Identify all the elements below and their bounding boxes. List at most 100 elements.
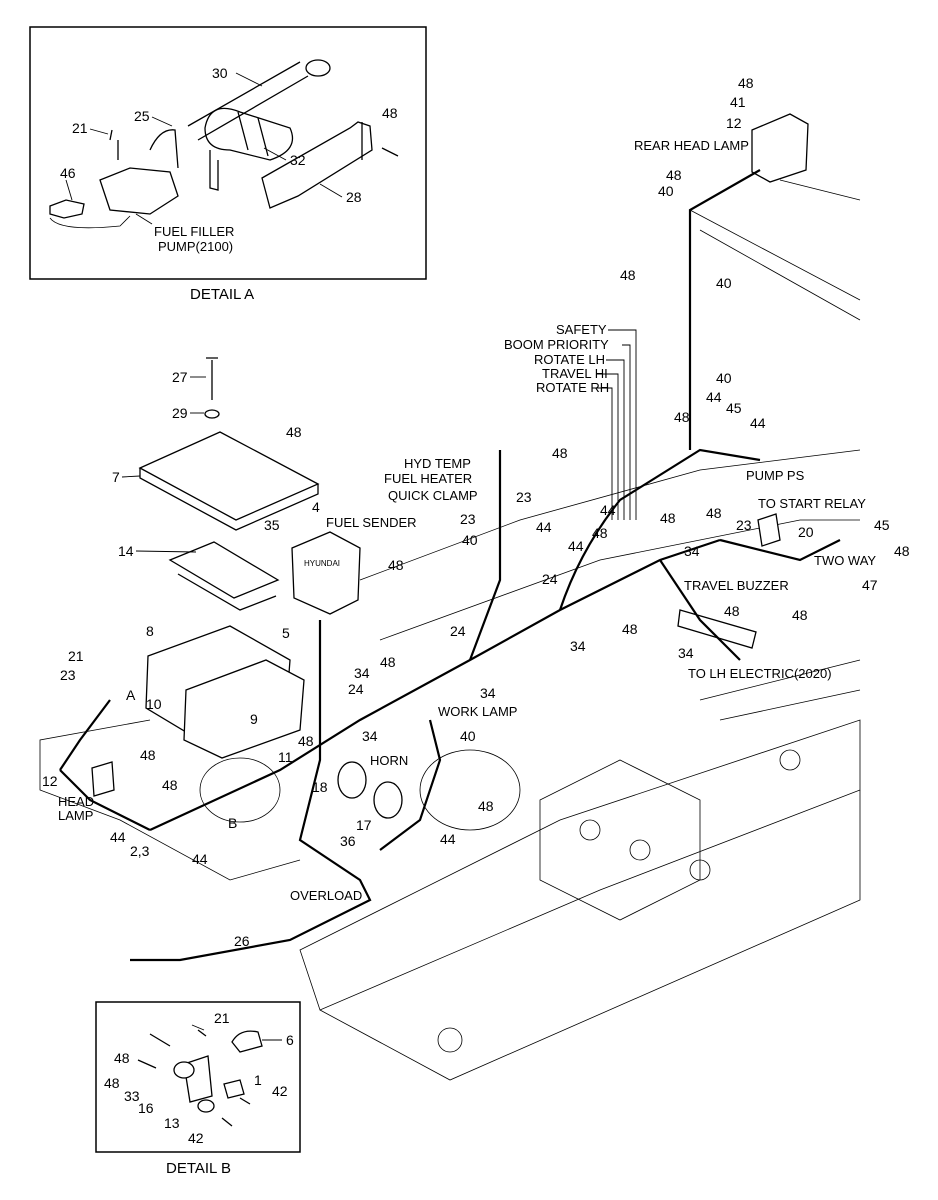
label-23: 23: [60, 667, 76, 683]
strainer-32: [204, 107, 294, 161]
label-12-top: 12: [726, 115, 742, 131]
label-44-m3: 44: [600, 502, 616, 518]
label-23-r: 23: [736, 517, 752, 533]
label-2-3: 2,3: [130, 843, 150, 859]
label-48-r2: 48: [620, 267, 636, 283]
lh-electric-branch: [659, 559, 741, 661]
label-9: 9: [250, 711, 258, 727]
brand-label: HYUNDAI: [304, 559, 340, 568]
label-44-low2: 44: [192, 851, 208, 867]
label-44-low1: 44: [110, 829, 126, 845]
floor-hole: [419, 749, 521, 831]
label-44-r: 44: [706, 389, 722, 405]
cover-edge: [139, 468, 319, 531]
detail-a-caption: DETAIL A: [190, 286, 254, 303]
label-28: 28: [346, 189, 362, 205]
label-48-m: 48: [592, 525, 608, 541]
rotate-lh-label: ROTATE LH: [534, 352, 605, 367]
switch-leader-lines: [596, 329, 637, 520]
clip-46: [49, 199, 85, 219]
strainer-pipe: [209, 150, 219, 191]
bolt-21b: [197, 1029, 207, 1037]
head-lamp-label-2: LAMP: [58, 808, 93, 823]
bolt-21a: [109, 129, 113, 141]
label-48-low: 48: [162, 777, 178, 793]
label-48-plate: 48: [286, 424, 302, 440]
horn-17: [373, 781, 403, 819]
fuel-sender-module-4: [291, 531, 361, 615]
fasteners-b: [137, 1033, 251, 1127]
label-29: 29: [172, 405, 188, 421]
overload-label: OVERLOAD: [290, 888, 362, 903]
rear-rail: [689, 179, 861, 321]
label-46: 46: [60, 165, 76, 181]
cover-6: [231, 1030, 263, 1053]
head-lamp-branch: [59, 769, 151, 831]
label-40-rh: 40: [658, 183, 674, 199]
label-A: A: [126, 687, 136, 703]
travel-buzzer-label: TRAVEL BUZZER: [684, 578, 789, 593]
detail-b-caption: DETAIL B: [166, 1160, 231, 1177]
label-48-hyd: 48: [552, 445, 568, 461]
label-16: 16: [138, 1100, 154, 1116]
fuel-sender-label: FUEL SENDER: [326, 515, 417, 530]
label-48-batt: 48: [140, 747, 156, 763]
chassis-outline: [39, 179, 861, 1081]
fuel-heater-label: FUEL HEATER: [384, 471, 472, 486]
to-lh-electric-label: TO LH ELECTRIC(2020): [688, 666, 832, 681]
label-34-d: 34: [570, 638, 586, 654]
label-11: 11: [278, 749, 293, 765]
label-40-r3: 40: [716, 370, 732, 386]
label-23-clamp: 23: [516, 489, 532, 505]
wire-harness: [59, 169, 841, 962]
label-26: 26: [234, 933, 250, 949]
label-27: 27: [172, 369, 188, 385]
label-48-horn: 48: [478, 798, 494, 814]
pump-hoses: [117, 129, 179, 169]
horn-label: HORN: [370, 753, 408, 768]
label-4: 4: [312, 499, 320, 515]
fuel-filler-label-2: PUMP(2100): [158, 239, 233, 254]
rotate-rh-label: ROTATE RH: [536, 380, 609, 395]
label-47: 47: [862, 577, 878, 593]
upper-deck: [359, 449, 861, 641]
label-42a: 42: [272, 1083, 288, 1099]
label-1: 1: [254, 1072, 262, 1088]
quick-clamp-label: QUICK CLAMP: [388, 488, 478, 503]
fuel-pump: [99, 167, 179, 215]
horn-18: [337, 761, 367, 799]
label-32: 32: [290, 152, 306, 168]
label-25: 25: [134, 108, 150, 124]
hold-down-14: [168, 541, 280, 599]
nut-13: [197, 1099, 215, 1113]
label-48: 48: [382, 105, 398, 121]
label-23-sender: 23: [460, 511, 476, 527]
bolt-48a: [381, 147, 399, 157]
label-34-a: 34: [354, 665, 370, 681]
label-36: 36: [340, 833, 356, 849]
label-34-c: 34: [480, 685, 496, 701]
boom-priority-label: BOOM PRIORITY: [504, 337, 609, 352]
rear-head-lamp-41: [751, 113, 809, 183]
label-48-m2: 48: [660, 510, 676, 526]
battery-9: [183, 659, 305, 759]
relay-20: [757, 513, 781, 547]
bushing-33: [173, 1061, 195, 1079]
label-40-sender: 40: [462, 532, 478, 548]
label-48-r3: 48: [674, 409, 690, 425]
overload-branch: [130, 620, 372, 962]
battery-hole: [199, 757, 281, 823]
relay-1: [223, 1079, 245, 1099]
hyd-temp-branch: [468, 450, 502, 661]
label-21b: 21: [214, 1010, 230, 1026]
label-14: 14: [118, 543, 134, 559]
label-44-m1: 44: [536, 519, 552, 535]
label-48-top: 48: [738, 75, 754, 91]
label-18: 18: [312, 779, 328, 795]
label-5: 5: [282, 625, 290, 641]
label-44-r2: 44: [750, 415, 766, 431]
label-21: 21: [72, 120, 88, 136]
label-7: 7: [112, 469, 120, 485]
horn-branch: [379, 719, 442, 851]
